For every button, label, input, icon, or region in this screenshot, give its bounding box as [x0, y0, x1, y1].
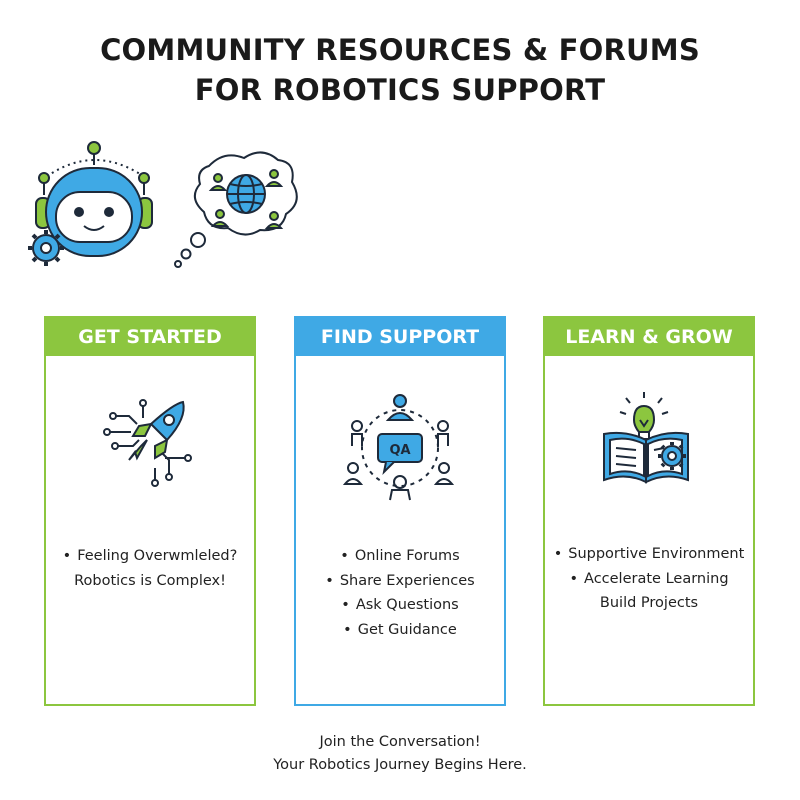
- rocket-circuit-icon: [46, 388, 254, 498]
- list-item: •Feeling Overwmleled?: [62, 548, 238, 564]
- list-item: •Get Guidance: [343, 621, 457, 638]
- thought-bubble-globe-icon: [174, 151, 298, 268]
- card-heading: GET STARTED: [46, 318, 254, 356]
- card-heading: LEARN & GROW: [545, 318, 753, 356]
- list-item: •Share Experiences: [325, 572, 475, 589]
- page-title: COMMUNITY RESOURCES & FORUMS FOR ROBOTIC…: [0, 30, 800, 110]
- footer-line-2: Your Robotics Journey Begins Here.: [273, 757, 527, 773]
- community-qa-icon: QA: [296, 388, 504, 501]
- list-item: •Ask Questions: [341, 597, 459, 613]
- title-line-1: COMMUNITY RESOURCES & FORUMS: [100, 33, 700, 67]
- list-item: •Robotics is Complex!: [74, 572, 226, 589]
- list-item: •Online Forums: [340, 548, 460, 564]
- robot-head-icon: [28, 141, 153, 266]
- hero-illustration: [24, 140, 304, 275]
- title-line-2: FOR ROBOTICS SUPPORT: [194, 73, 606, 107]
- footer-callout: Join the Conversation! Your Robotics Jou…: [0, 731, 800, 777]
- bullet-list: •Supportive Environment •Accelerate Lear…: [545, 542, 753, 616]
- bullet-list: •Online Forums •Share Experiences •Ask Q…: [296, 544, 504, 642]
- card-heading: FIND SUPPORT: [296, 318, 504, 356]
- card-get-started: GET STARTED •Feeling Overwmleled? •Robot…: [44, 316, 256, 706]
- list-item: •Accelerate Learning: [569, 570, 729, 587]
- book-lightbulb-gear-icon: [545, 388, 753, 498]
- list-item: •Supportive Environment: [553, 546, 745, 562]
- qa-label: QA: [389, 443, 410, 458]
- card-learn-grow: LEARN & GROW: [543, 316, 755, 706]
- list-item: •Build Projects: [599, 595, 699, 611]
- footer-line-1: Join the Conversation!: [319, 734, 481, 750]
- bullet-list: •Feeling Overwmleled? •Robotics is Compl…: [46, 544, 254, 593]
- card-find-support: FIND SUPPORT QA •Online Forums •Share Ex…: [294, 316, 506, 706]
